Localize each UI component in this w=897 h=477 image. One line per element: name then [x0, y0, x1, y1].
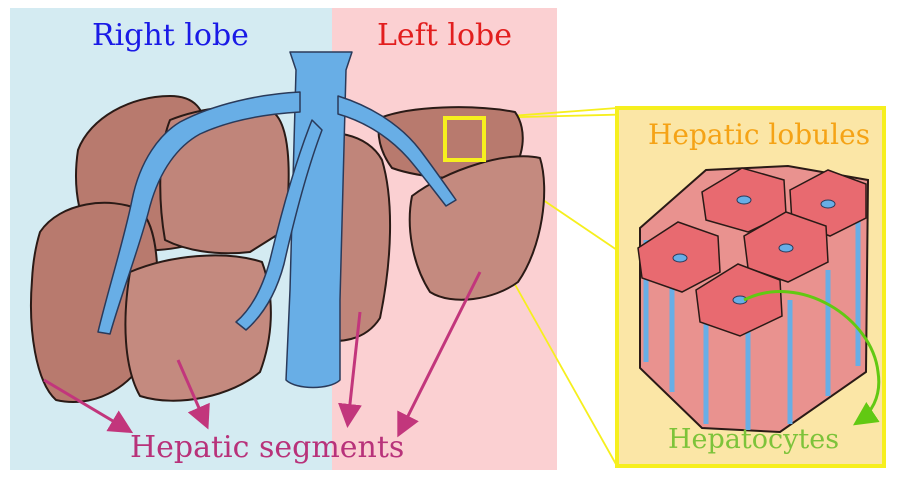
lobule-block [638, 166, 868, 432]
left-lobe-label: Left lobe [377, 18, 512, 53]
hepatic-lobules-label: Hepatic lobules [648, 118, 870, 151]
hepatic-segments-label: Hepatic segments [130, 430, 404, 465]
right-lobe-label: Right lobe [92, 18, 249, 53]
hepatocytes-label: Hepatocytes [668, 424, 839, 455]
